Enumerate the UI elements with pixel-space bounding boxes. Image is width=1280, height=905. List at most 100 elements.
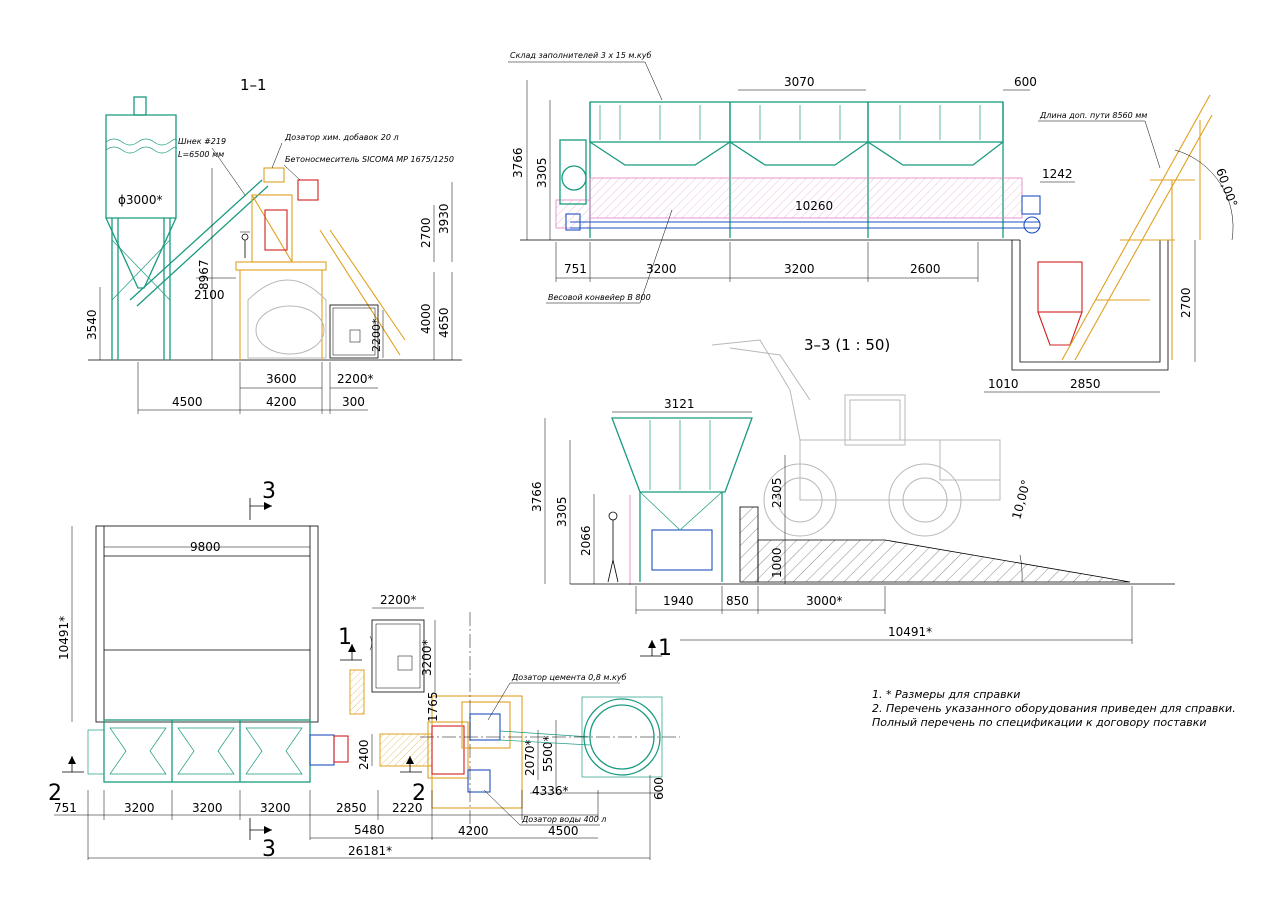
dim-2600: 2600 [910,262,941,276]
section-marker-2-mid: 2 [400,756,426,806]
dim-850: 850 [726,594,749,608]
dim-3540: 3540 [85,309,99,340]
dim-10260: 10260 [795,199,833,213]
note-2: 2. Перечень указанного оборудования прив… [872,702,1236,715]
section-marker-1-top: 1 [338,625,362,661]
view-plan: 9800 10491* 2200* 3200* [48,479,680,862]
chem-doser-callout: Дозатор хим. добавок 20 л [284,133,399,142]
section-marker-3-bottom: 3 [249,818,276,862]
mixer-callout: Бетоносмеситель SICOMA MP 1675/1250 [285,155,454,164]
view-section-2-2: Склад заполнителей 3 x 15 м.куб Весовой … [508,51,1240,393]
dim-3200-plan-v: 3200* [420,639,434,676]
dim-2850-plan: 2850 [336,801,367,815]
dim-3200-plan-c: 3200 [260,801,291,815]
section-marker-3-top: 3 [249,479,276,520]
dim-3305-b: 3305 [555,496,569,527]
cement-doser-callout: Дозатор цемента 0,8 м.куб [511,673,627,682]
dim-600-plan: 600 [652,777,666,800]
dim-4200: 4200 [266,395,297,409]
section-1-mark-top: 1 [338,625,352,650]
dim-3200-plan-a: 3200 [124,801,155,815]
dim-3070: 3070 [784,75,815,89]
dim-600: 600 [1014,75,1037,89]
control-cabin [329,304,379,359]
screw-auger [129,179,269,307]
dim-4500-plan: 4500 [548,824,579,838]
section-2-mark-left: 2 [48,781,62,806]
dim-3121: 3121 [664,397,695,411]
mixing-tower-frame [235,167,406,360]
dim-3600: 3600 [266,372,297,386]
section-1-1-title: 1–1 [240,76,267,94]
dim-2200-h: 2200* [337,372,374,386]
dim-3200-a: 3200 [646,262,677,276]
dim-3766-b: 3766 [530,481,544,512]
dim-3200-b: 3200 [784,262,815,276]
dim-3000: 3000* [806,594,843,608]
dim-4336: 4336* [532,784,569,798]
dim-4500: 4500 [172,395,203,409]
dim-2850-pit: 2850 [1070,377,1101,391]
dim-2700: 2700 [419,217,433,248]
dim-1940: 1940 [663,594,694,608]
view-section-1-1: 1–1 ϕ3000* [85,76,462,414]
dim-2400: 2400 [357,739,371,770]
wheel-loader [711,339,1001,537]
bins-callout: Склад заполнителей 3 x 15 м.куб [510,51,651,60]
loading-ramp [757,539,1131,583]
section-3-mark-top: 3 [262,479,276,504]
plan-bins-row [87,719,311,783]
receiving-pit [1011,240,1169,371]
section-marker-1-bottom: 1 [640,636,672,661]
dim-10491-plan: 10491* [57,616,71,660]
dim-2066: 2066 [579,525,593,556]
dim-300: 300 [342,395,365,409]
motor-icon [561,165,587,191]
dim-8967: 8967 [197,259,211,290]
dim-1242: 1242 [1042,167,1073,181]
dim-5480: 5480 [354,823,385,837]
dim-10491-b: 10491* [888,625,932,639]
plan-transfer-belt [379,733,433,767]
note-1: 1. * Размеры для справки [872,688,1020,701]
receiving-hopper [611,417,753,582]
inclined-conveyor [1061,94,1213,361]
dim-751-plan: 751 [54,801,77,815]
dim-2700-pit: 2700 [1179,287,1193,318]
dim-2100: 2100 [194,288,225,302]
view-section-3-3: 3–3 (1 : 50) [530,336,1175,644]
plan-control-cabin [371,619,425,693]
dim-2070: 2070* [523,739,537,776]
dim-1010: 1010 [988,377,1019,391]
dim-angle-10: 10,00° [1009,478,1033,521]
dim-2305: 2305 [770,477,784,508]
general-notes: 1. * Размеры для справки 2. Перечень ука… [872,688,1236,729]
dim-751-a: 751 [564,262,587,276]
dim-2200-plan: 2200* [380,593,417,607]
dim-26181: 26181* [348,844,392,858]
storage-yard [95,525,319,723]
silo-diameter-label: ϕ3000* [118,193,162,207]
dim-4200-plan: 4200 [458,824,489,838]
conveyor-callout: Весовой конвейер B 800 [548,293,651,302]
section-1-mark-bottom: 1 [658,636,672,661]
dim-1000: 1000 [770,547,784,578]
dim-4650: 4650 [437,307,451,338]
person-figure [607,511,619,583]
dim-3305-a: 3305 [535,157,549,188]
dim-3930: 3930 [437,203,451,234]
dim-2200-v: 2200* [370,318,383,352]
dim-4000: 4000 [419,303,433,334]
dim-3200-plan-b: 3200 [192,801,223,815]
retaining-wall [739,506,759,583]
plan-mixing-tower [427,695,523,809]
dim-1765: 1765 [426,691,440,722]
incline-callout: Длина доп. пути 8560 мм [1039,111,1147,120]
dim-3766-a: 3766 [511,147,525,178]
auger-callout: Шнек #219 [178,137,226,146]
section-marker-2-left: 2 [48,756,84,806]
dim-5500: 5500* [541,735,555,772]
note-3: Полный перечень по спецификации к догово… [872,716,1207,729]
dim-angle-60: 60,00° [1213,166,1240,209]
plan-conveyor-drive [309,734,335,766]
